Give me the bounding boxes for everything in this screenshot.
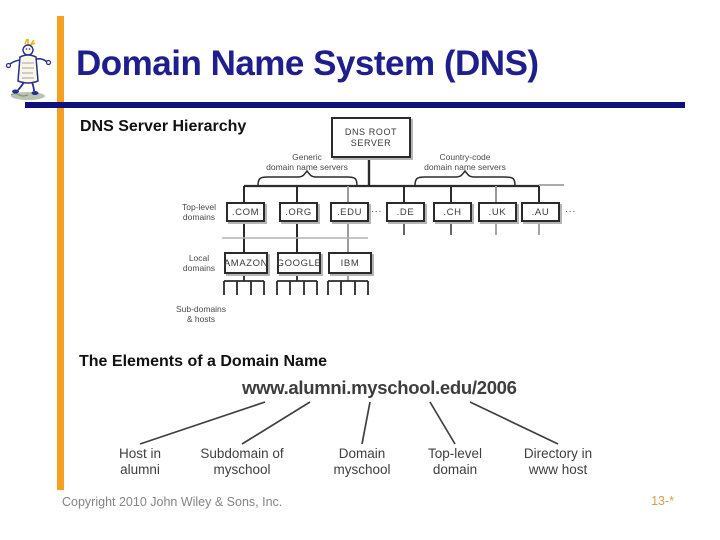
tld-box-org: .ORG (279, 202, 318, 222)
tld-box-uk: .UK (478, 202, 517, 222)
elements-pointer-lines (139, 401, 559, 445)
tld-box-com: .COM (226, 202, 265, 222)
local-box-amazon: AMAZON (224, 252, 268, 274)
tld-box-edu: .EDU (330, 202, 369, 222)
local-box-ibm: IBM (328, 252, 372, 274)
label-top-level-domain: Top-level domain (427, 446, 483, 477)
local-domains-row-label: Local domains (182, 253, 216, 273)
accent-bar (57, 16, 64, 490)
copyright-text: Copyright 2010 John Wiley & Sons, Inc. (62, 495, 283, 509)
title-underline-rule (25, 102, 685, 108)
dns-hierarchy-diagram: DNS ROOT SERVER Generic domain name serv… (172, 115, 592, 330)
elements-section-heading: The Elements of a Domain Name (79, 353, 328, 370)
label-subdomain-of-myschool: Subdomain of myschool (200, 446, 284, 477)
example-url: www.alumni.myschool.edu/2006 (242, 377, 517, 398)
slide-title: Domain Name System (DNS) (76, 44, 539, 83)
generic-servers-group-label: Generic domain name servers (266, 152, 348, 172)
sub-domains-row-label: Sub-domains & hosts (175, 304, 227, 324)
local-box-google: GOOGLE (277, 252, 321, 274)
hierarchy-section-heading: DNS Server Hierarchy (80, 118, 247, 135)
tld-box-ch: .CH (433, 202, 472, 222)
country-code-servers-group-label: Country-code domain name servers (424, 152, 506, 172)
root-box-label-line1: DNS ROOT (344, 126, 398, 137)
label-domain-myschool: Domain myschool (333, 446, 391, 477)
domain-name-elements-figure: www.alumni.myschool.edu/2006 Host in alu… (80, 375, 660, 487)
tld-ellipsis-generic: ... (371, 204, 383, 215)
hierarchy-connector-lines (222, 156, 564, 295)
label-host-in-alumni: Host in alumni (118, 446, 162, 477)
label-directory-in-www-host: Directory in www host (523, 446, 593, 477)
tld-box-au: .AU (521, 202, 560, 222)
walking-page-mascot-icon (3, 38, 55, 107)
root-box-label-line2: SERVER (350, 137, 392, 148)
root-server-box: DNS ROOT SERVER (331, 117, 411, 158)
tld-ellipsis-country: ... (565, 204, 577, 215)
tld-box-de: .DE (386, 202, 425, 222)
page-number: 13-* (651, 494, 674, 508)
top-level-domains-row-label: Top-level domains (181, 202, 217, 222)
